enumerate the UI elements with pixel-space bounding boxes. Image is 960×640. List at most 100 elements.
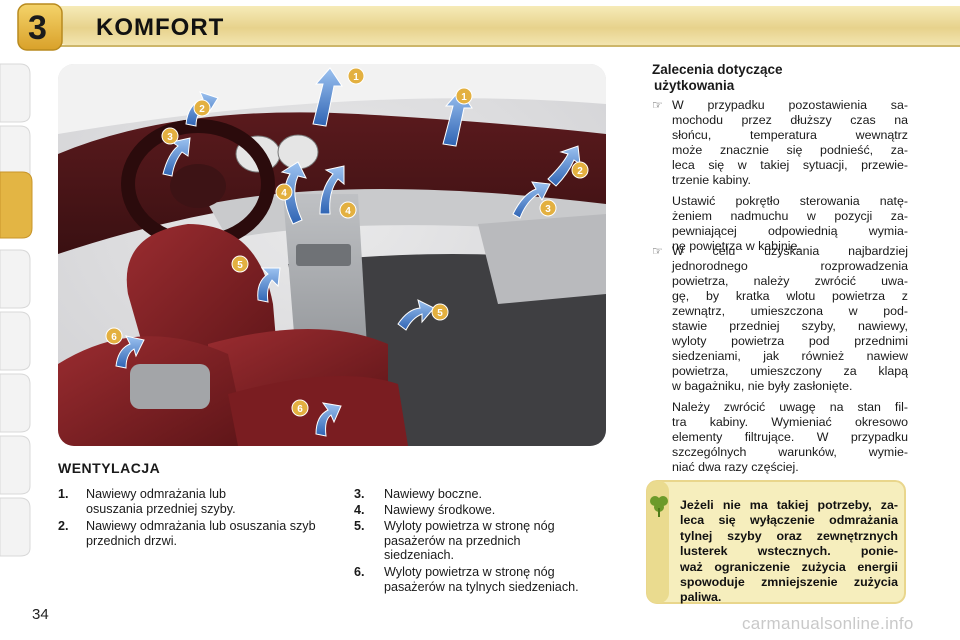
text-line: tylnej szyby oraz zewnętrznych: [680, 528, 898, 543]
text-line: zewnątrz, umieszczona w pod-: [672, 304, 908, 318]
svg-text:6: 6: [111, 332, 117, 343]
ventilation-list-left: 1. Nawiewy odmrażania lub osuszania prze…: [58, 487, 328, 551]
callout-5a: 5: [231, 255, 249, 273]
item-text: Nawiewy odmrażania lub osuszania szyb pr…: [86, 519, 316, 548]
recommendations-section: Zalecenia dotyczące użytkowania: [652, 62, 908, 94]
arrow-5b: [397, 299, 435, 331]
item-number: 2.: [58, 519, 69, 533]
callout-6b: 6: [291, 399, 309, 417]
item-number: 6.: [354, 565, 365, 579]
callout-1a: 1: [347, 67, 365, 85]
text-line: mochodu przez dłuższy czas na: [672, 113, 908, 127]
bullet-2-follow-text: Należy zwrócić uwagę na stan fil-tra kab…: [672, 400, 908, 475]
callout-5b: 5: [431, 303, 449, 321]
tab-8: [0, 497, 31, 557]
chapter-number: 3: [28, 9, 47, 47]
svg-text:4: 4: [281, 188, 287, 199]
text-line: słońcu, temperatura wewnątrz: [672, 128, 908, 142]
tab-5: [0, 311, 31, 371]
recommendations-title-line2: użytkowania: [654, 78, 735, 93]
list-item: 6. Wyloty powietrza w stronę nóg pasażer…: [354, 565, 614, 611]
bullet-1-follow-text: Ustawić pokrętło sterowania natę-żeniem …: [672, 194, 908, 254]
arrow-5a: [257, 267, 281, 303]
svg-text:5: 5: [437, 308, 443, 319]
callout-3b: 3: [539, 199, 557, 217]
text-line: powietrza, umieszczony za klapą: [672, 364, 908, 378]
item-number: 4.: [354, 503, 365, 517]
callout-4b: 4: [339, 201, 357, 219]
text-line: szczególnych warunków, wymie-: [672, 445, 908, 459]
ventilation-list-right: 3. Nawiewy boczne. 4. Nawiewy środkowe. …: [354, 487, 614, 611]
callout-3a: 3: [161, 127, 179, 145]
arrow-6b: [315, 402, 342, 437]
text-line: W przypadku pozostawienia sa-: [672, 98, 908, 112]
text-line: waż ograniczenie zużycia energii: [680, 559, 898, 574]
list-item: 3. Nawiewy boczne.: [354, 487, 614, 503]
text-line: wyloty powietrza pod przednimi: [672, 334, 908, 348]
ventilation-illustration: 1 1 2 2 3 3 4 4 5 5 6 6: [58, 64, 606, 446]
svg-text:5: 5: [237, 260, 243, 271]
tab-4: [0, 249, 31, 309]
arrow-6a: [115, 335, 145, 369]
item-text: Wyloty powietrza w stronę nóg pasażerów …: [384, 519, 555, 562]
text-line: w bagażniku, nie były zasłonięte.: [672, 379, 853, 393]
callout-6a: 6: [105, 327, 123, 345]
bullet-1-text: W przypadku pozostawienia sa-mochodu prz…: [672, 98, 908, 188]
text-line: Jeżeli nie ma takiej potrzeby, za-: [680, 498, 898, 512]
text-line: paliwa.: [680, 590, 722, 604]
text-line: spowoduje zmniejszenie zużycia: [680, 575, 898, 590]
list-item: 5. Wyloty powietrza w stronę nóg pasażer…: [354, 519, 614, 565]
text-line: gę, by kratka wlotu powietrza z: [672, 289, 908, 303]
tab-6: [0, 373, 31, 433]
text-line: W celu uzyskania najbardziej: [672, 244, 908, 258]
arrow-1a: [312, 67, 343, 127]
callout-2b: 2: [571, 161, 589, 179]
svg-text:2: 2: [199, 104, 205, 115]
watermark: carmanualsonline.info: [742, 614, 914, 633]
arrow-2b: [547, 145, 581, 187]
text-line: niać dwa razy częściej.: [672, 460, 799, 474]
svg-text:1: 1: [461, 92, 467, 103]
svg-text:4: 4: [345, 206, 351, 217]
arrow-3b: [512, 181, 551, 219]
text-line: siedzeniami, jak również nawiew: [672, 349, 908, 363]
arrow-3a: [162, 137, 191, 177]
pointing-hand-icon: ☞: [652, 244, 663, 258]
svg-text:3: 3: [167, 132, 173, 143]
chapter-title: KOMFORT: [96, 14, 225, 41]
callout-1b: 1: [455, 87, 473, 105]
text-line: powietrza, należy zwrócić uwa-: [672, 274, 908, 288]
svg-text:1: 1: [353, 72, 359, 83]
svg-text:3: 3: [545, 204, 551, 215]
item-text: Nawiewy środkowe.: [384, 503, 496, 517]
arrow-4a: [280, 161, 307, 225]
text-line: jednorodnego rozprowadzenia: [672, 259, 908, 273]
recommendations-title-line1: Zalecenia dotyczące: [652, 62, 783, 77]
tab-7: [0, 435, 31, 495]
tab-1: [0, 63, 31, 123]
text-line: może znacznie się podnieść, za-: [672, 143, 908, 157]
text-line: stawie przedniej szyby, nawiewy,: [672, 319, 908, 333]
tab-3-active: [0, 171, 33, 239]
arrow-4b: [319, 165, 345, 215]
text-line: Ustawić pokrętło sterowania natę-: [672, 194, 908, 208]
eco-tip-box: Jeżeli nie ma takiej potrzeby, za-leca s…: [646, 480, 906, 604]
chapter-tab-strip: [0, 62, 34, 582]
list-item: 2. Nawiewy odmrażania lub osuszania szyb…: [58, 519, 328, 551]
item-text: Nawiewy odmrażania lub osuszania przedni…: [86, 487, 236, 516]
text-line: pewniającej odpowiednią wymia-: [672, 224, 908, 238]
item-number: 3.: [354, 487, 365, 501]
text-line: elementy filtrujące. W przypadku: [672, 430, 908, 444]
svg-text:2: 2: [577, 166, 583, 177]
clover-leaf-icon: [648, 494, 670, 518]
text-line: leca się wyłączenie odmrażania: [680, 513, 898, 528]
text-line: leca się w takiej sytuacji, przewie-: [672, 158, 908, 172]
recommendation-bullet-1: ☞ W przypadku pozostawienia sa-mochodu p…: [652, 98, 908, 254]
callout-2a: 2: [193, 99, 211, 117]
header-band: [17, 3, 960, 51]
text-line: trzenie kabiny.: [672, 173, 751, 187]
pointing-hand-icon: ☞: [652, 98, 663, 112]
item-text: Nawiewy boczne.: [384, 487, 482, 501]
